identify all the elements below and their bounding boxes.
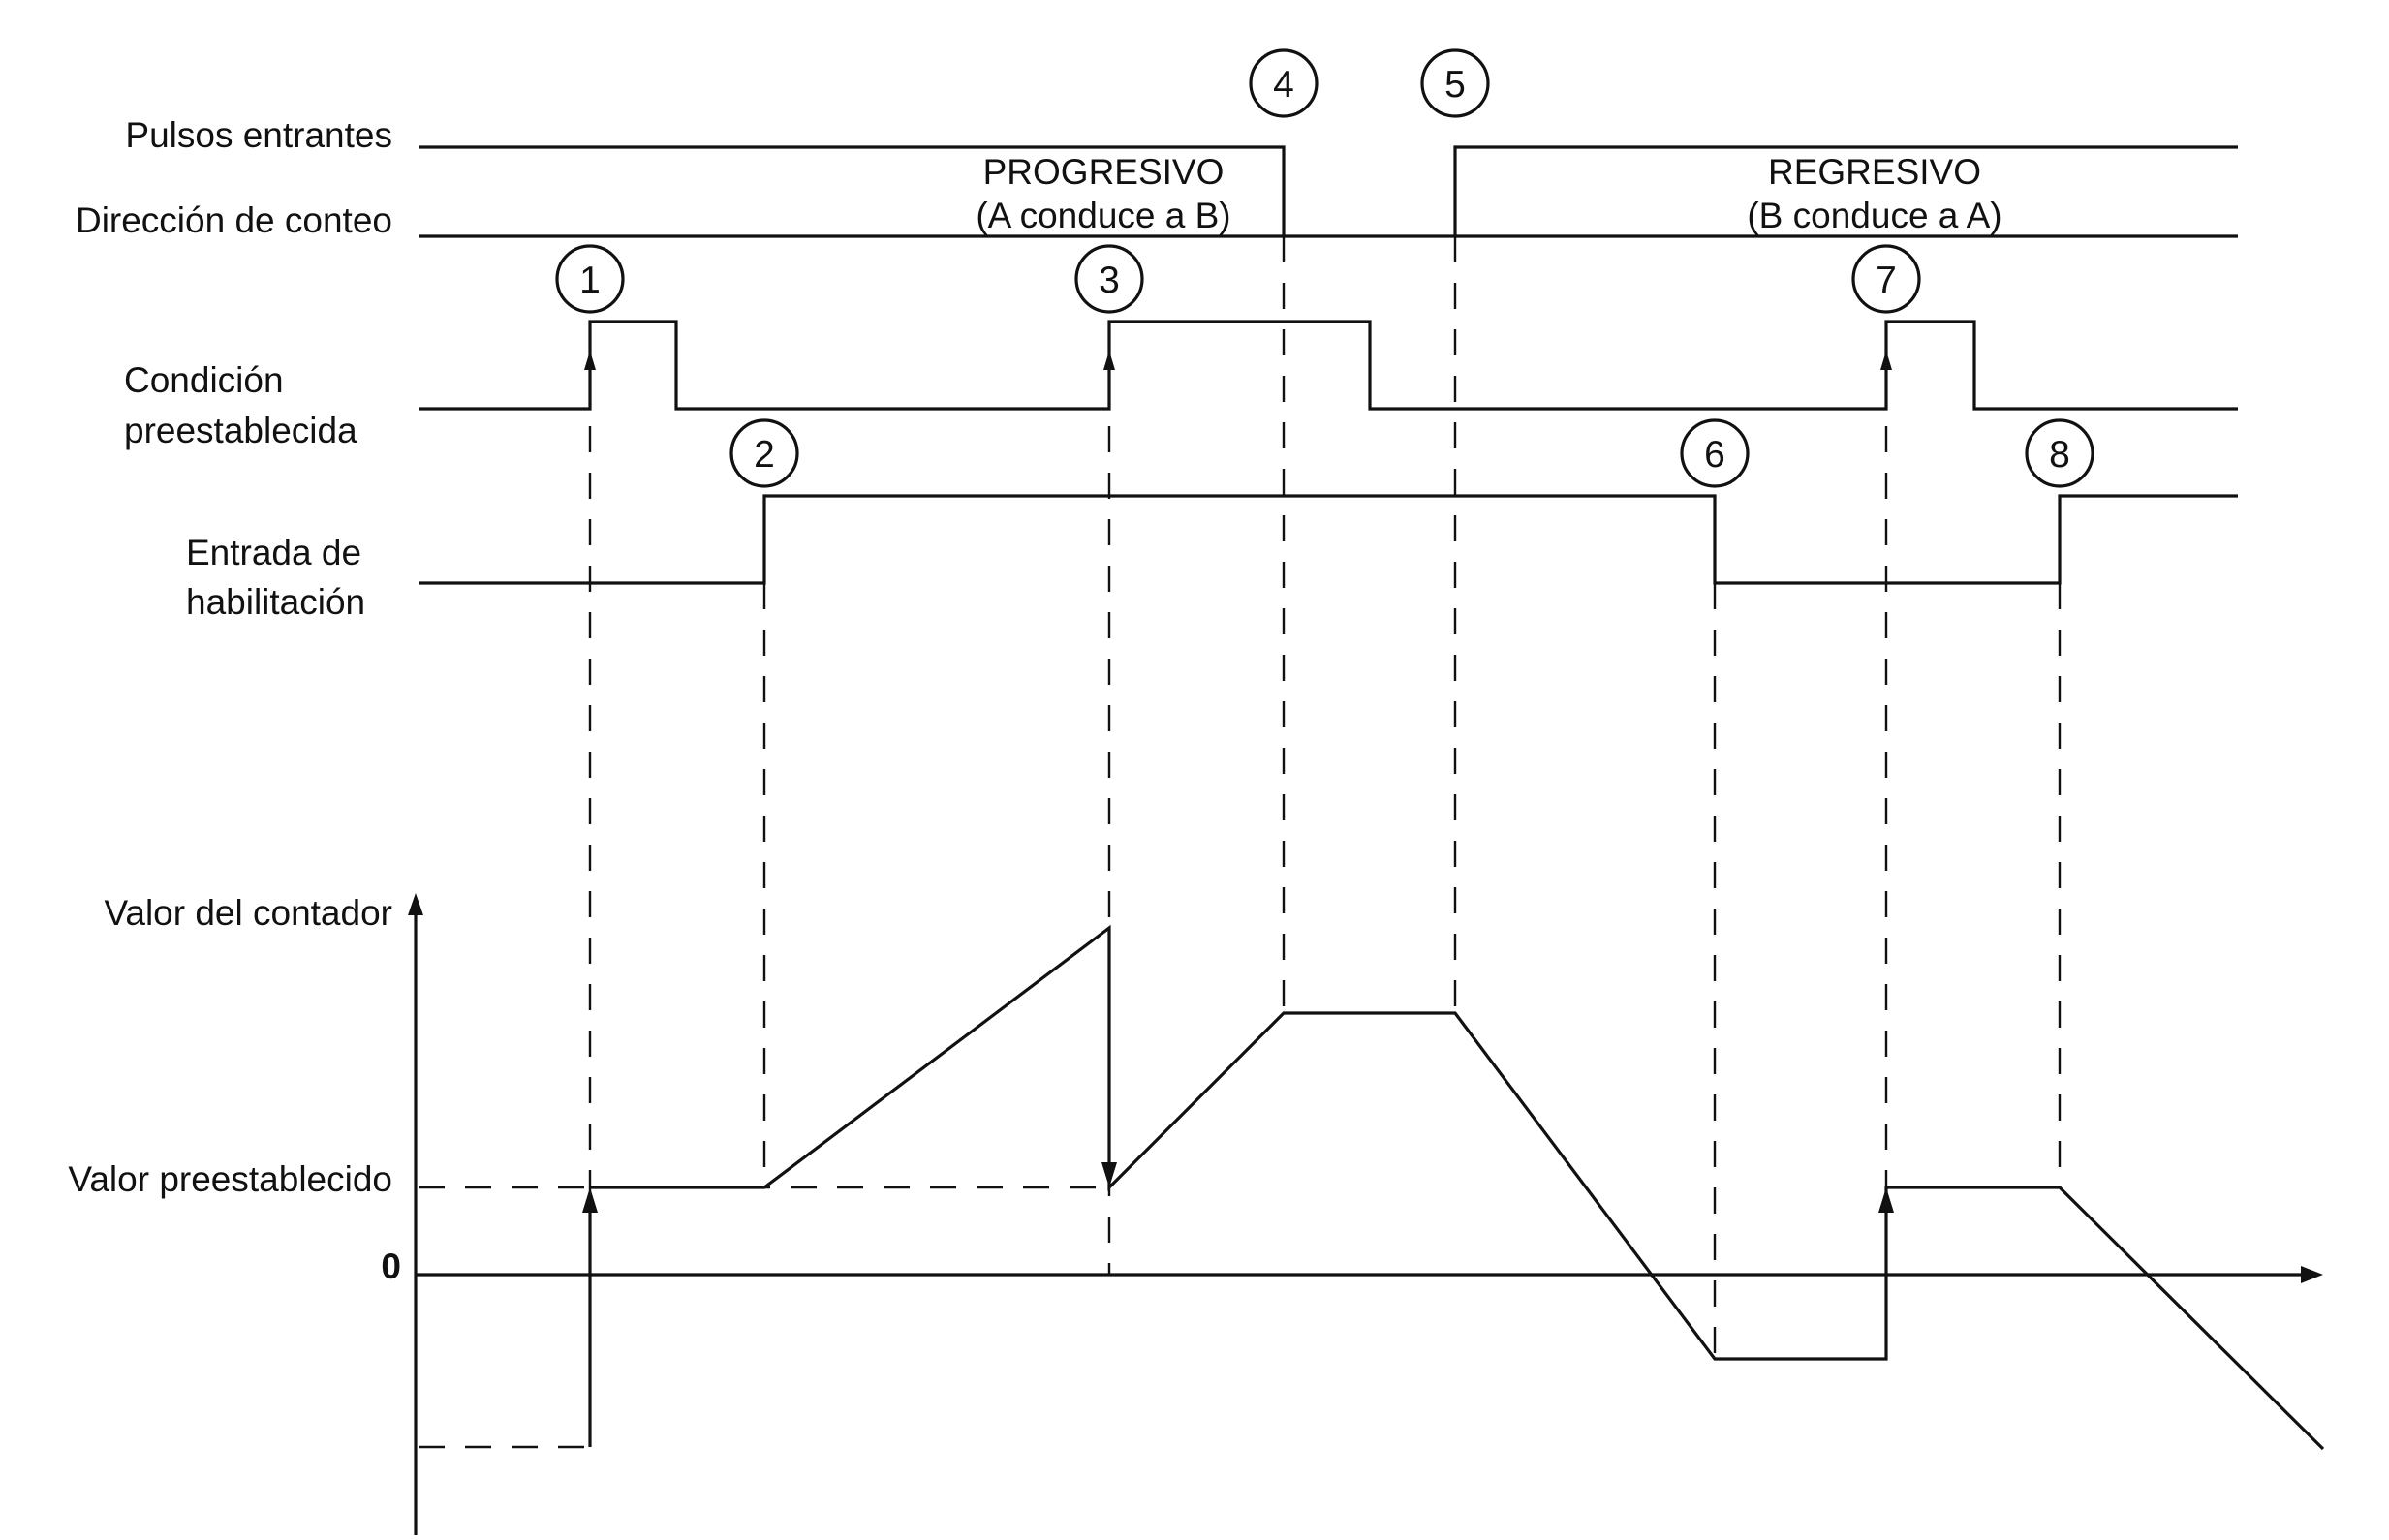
forward-region-label-line2: (A conduce a B) bbox=[976, 196, 1230, 235]
preset-edge-arrow-1 bbox=[584, 351, 596, 370]
reverse-region-label-line1: REGRESIVO bbox=[1768, 152, 1981, 192]
marker-7: 7 bbox=[1851, 244, 1921, 314]
preset-value-label: Valor preestablecido bbox=[68, 1159, 392, 1199]
counter-value-trace bbox=[590, 924, 2325, 1451]
marker-8: 8 bbox=[2025, 418, 2094, 488]
marker-3-label: 3 bbox=[1099, 260, 1120, 301]
marker-3: 3 bbox=[1074, 244, 1144, 314]
marker-1-label: 1 bbox=[579, 260, 601, 301]
marker-5: 5 bbox=[1420, 48, 1490, 118]
enable-input-label-line2: habilitación bbox=[186, 582, 365, 622]
pulses-label: Pulsos entrantes bbox=[125, 115, 392, 155]
forward-region-label-line1: PROGRESIVO bbox=[983, 152, 1225, 192]
enable-input-waveform bbox=[419, 494, 2238, 585]
marker-2: 2 bbox=[729, 418, 799, 488]
marker-6-label: 6 bbox=[1704, 434, 1725, 476]
marker-8-label: 8 bbox=[2049, 434, 2070, 476]
preset-edge-arrow-7 bbox=[1880, 351, 1892, 370]
marker-2-label: 2 bbox=[754, 434, 775, 476]
reverse-region-label-line2: (B conduce a A) bbox=[1747, 196, 2001, 235]
marker-6: 6 bbox=[1680, 418, 1750, 488]
pulses-waveform bbox=[419, 145, 2238, 238]
direction-label: Dirección de conteo bbox=[76, 200, 392, 240]
preset-edge-arrow-3 bbox=[1103, 351, 1115, 370]
preset-condition-label-line1: Condición bbox=[124, 360, 284, 400]
reload-arrowhead-7 bbox=[1878, 1187, 1894, 1213]
marker-5-label: 5 bbox=[1444, 64, 1466, 106]
marker-4: 4 bbox=[1249, 48, 1319, 118]
reload-arrowhead-3 bbox=[1101, 1162, 1117, 1187]
y-axis-arrowhead bbox=[408, 893, 423, 915]
initial-load-arrowhead bbox=[582, 1187, 598, 1213]
counter-value-axis-label: Valor del contador bbox=[104, 893, 392, 933]
marker-7-label: 7 bbox=[1876, 260, 1897, 301]
marker-1: 1 bbox=[555, 244, 625, 314]
enable-input-label-line1: Entrada de bbox=[186, 533, 361, 572]
marker-4-label: 4 bbox=[1273, 64, 1294, 106]
preset-condition-waveform bbox=[419, 320, 2238, 411]
preset-condition-label-line2: preestablecida bbox=[124, 411, 357, 450]
zero-label: 0 bbox=[381, 1247, 401, 1286]
x-axis-arrowhead bbox=[2301, 1266, 2323, 1283]
